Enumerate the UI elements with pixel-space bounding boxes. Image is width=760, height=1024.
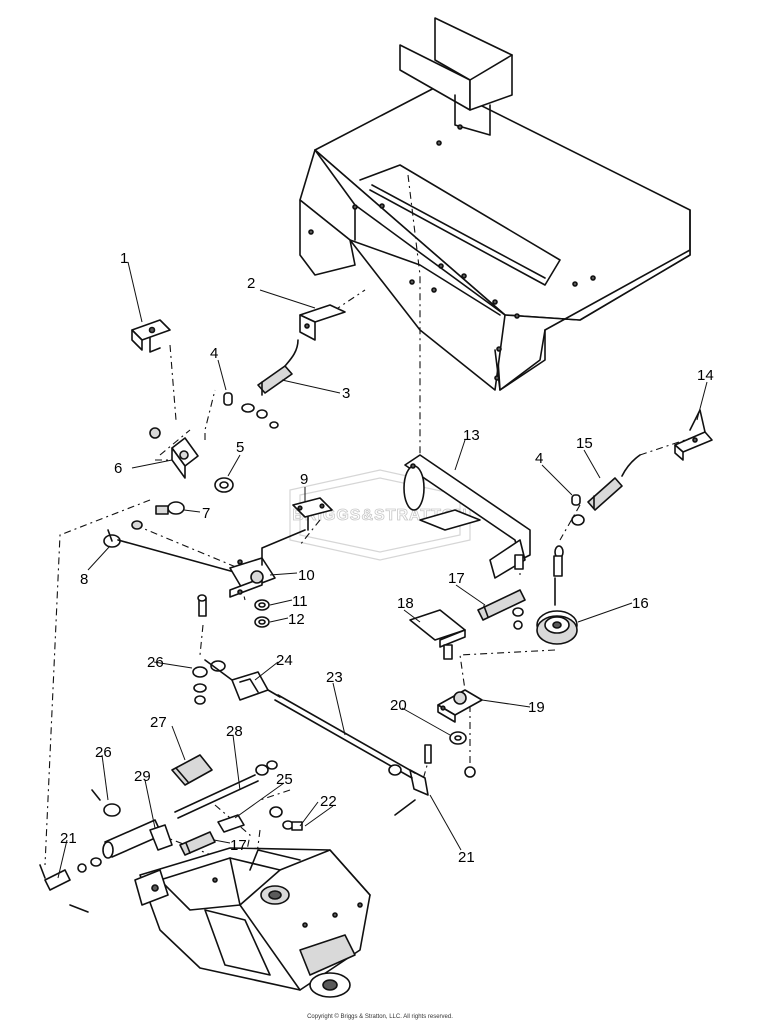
callout-13: 13 xyxy=(463,427,480,444)
part-5-bushing xyxy=(214,477,234,493)
callout-17: 17 xyxy=(448,570,465,587)
part-14-bracket xyxy=(674,409,713,461)
callout-9: 9 xyxy=(300,471,308,488)
callout-21: 21 xyxy=(458,849,475,866)
part-28-shaft xyxy=(174,760,283,819)
callout-26: 26 xyxy=(95,744,112,761)
part-15-cable xyxy=(514,454,641,577)
callout-18: 18 xyxy=(397,595,414,612)
part-4-spacer xyxy=(223,392,581,506)
callout-7: 7 xyxy=(202,505,210,522)
part-2-bracket xyxy=(299,304,346,341)
part-9-plate xyxy=(292,497,333,531)
callout-23: 23 xyxy=(326,669,343,686)
callouts: 1 2 3 4 4 5 6 7 8 9 10 11 12 13 14 15 16… xyxy=(60,250,714,866)
leader-lines xyxy=(57,261,708,879)
callout-3: 3 xyxy=(342,385,350,402)
part-13-bracket xyxy=(403,454,531,579)
frame-housing xyxy=(299,17,691,391)
callout-12: 12 xyxy=(288,611,305,628)
part-8-ball-joint xyxy=(103,520,143,548)
part-21-clevis-right xyxy=(394,744,432,816)
part-18-bracket xyxy=(409,609,466,660)
part-6-pivot-bracket xyxy=(131,427,199,479)
callout-29: 29 xyxy=(134,768,151,785)
callout-4: 4 xyxy=(535,450,543,467)
callout-21: 21 xyxy=(60,830,77,847)
copyright-notice: Copyright © Briggs & Stratton, LLC. All … xyxy=(307,1014,453,1020)
callout-19: 19 xyxy=(528,699,545,716)
callout-27: 27 xyxy=(150,714,167,731)
part-10-arm xyxy=(117,529,306,598)
callout-17: 17 xyxy=(230,837,247,854)
callout-25: 25 xyxy=(276,771,293,788)
callout-22: 22 xyxy=(320,793,337,810)
callout-24: 24 xyxy=(276,652,293,669)
part-7-swivel xyxy=(155,501,201,515)
part-20-bushing xyxy=(449,731,476,778)
part-11-12-washers xyxy=(197,594,270,628)
callout-4: 4 xyxy=(210,345,218,362)
callout-16: 16 xyxy=(632,595,649,612)
callout-26: 26 xyxy=(147,654,164,671)
part-19-plate xyxy=(437,689,483,723)
part-24-turnbuckle xyxy=(204,659,281,701)
callout-20: 20 xyxy=(390,697,407,714)
callout-1: 1 xyxy=(120,250,128,267)
part-23-rod xyxy=(274,694,416,779)
callout-6: 6 xyxy=(114,460,122,477)
part-17-25-22 xyxy=(179,814,303,856)
callout-11: 11 xyxy=(292,593,308,610)
part-1-bracket xyxy=(131,319,171,353)
callout-10: 10 xyxy=(298,567,315,584)
part-17-spring-right xyxy=(477,589,526,630)
callout-8: 8 xyxy=(80,571,88,588)
part-16-pulley xyxy=(536,577,578,645)
part-29-sleeve xyxy=(39,819,173,913)
callout-5: 5 xyxy=(236,439,244,456)
transaxle-housing xyxy=(134,847,371,998)
callout-2: 2 xyxy=(247,275,255,292)
part-3-cable xyxy=(241,339,299,429)
part-27-spring xyxy=(171,754,213,786)
part-26-nuts xyxy=(91,666,208,817)
callout-14: 14 xyxy=(697,367,714,384)
callout-28: 28 xyxy=(226,723,243,740)
callout-15: 15 xyxy=(576,435,593,452)
